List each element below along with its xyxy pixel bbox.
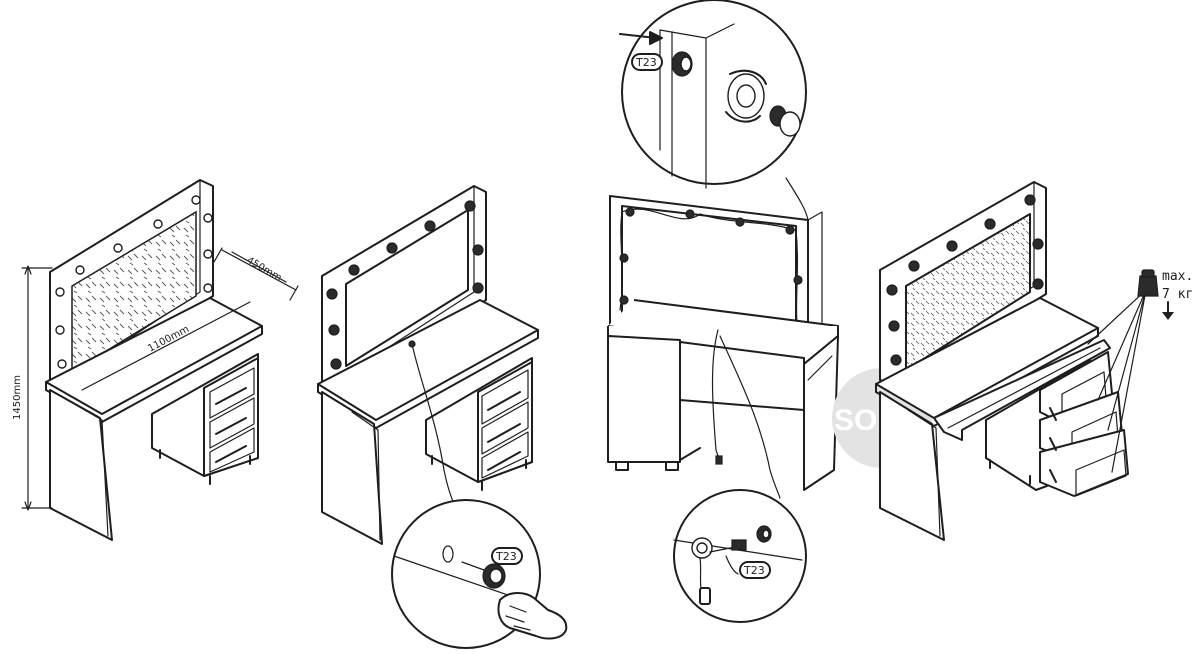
cabinet-back (607, 335, 681, 463)
tag-badge-fig3-top (631, 53, 663, 71)
tag-label-fig2: T23 (495, 550, 517, 563)
figure-dimensions: 1450mm 450mm 1100mm (12, 179, 299, 541)
tag-label-fig3-bottom: T23 (743, 564, 765, 577)
tag-label-fig3-top: T23 (635, 56, 657, 69)
open-drawer-3 (1039, 429, 1129, 497)
figure-wiring-front: T23 (317, 185, 568, 649)
detail-circle-switch (673, 489, 807, 623)
hand-icon (497, 592, 568, 640)
left-panel-2 (321, 391, 383, 545)
rotate-icon (729, 69, 767, 85)
detail-circle-mount (621, 0, 807, 185)
mirror-glass (71, 210, 197, 374)
load-note-line2: 7 кг (1162, 287, 1193, 302)
height-dimension-line (21, 267, 53, 509)
height-label: 1450mm (12, 375, 23, 420)
depth-dimension-line (213, 247, 299, 301)
mirror-bulbs-fig1 (55, 195, 213, 369)
tag-badge-fig2 (491, 547, 523, 565)
mirror-glass-4 (905, 213, 1031, 371)
figure-back-view: T23 (607, 0, 839, 623)
right-leg (803, 335, 839, 491)
power-cable-back (719, 335, 781, 499)
mirror-bulbs-fig2 (326, 200, 484, 370)
width-dimension-line (81, 301, 251, 391)
load-note-line1: max. (1162, 269, 1193, 284)
load-pointer-lines (1087, 289, 1147, 473)
left-panel-4 (879, 391, 945, 541)
open-tray (933, 339, 1111, 441)
power-cable (411, 343, 457, 509)
depth-label: 450mm (245, 255, 284, 284)
figure-drawers-load: max. 7 кг (875, 181, 1193, 541)
mirror-bulbs-fig4 (886, 194, 1044, 366)
weight-icon (1137, 275, 1159, 297)
tag-badge-fig3-bottom (739, 561, 771, 579)
mirror-glass-2 (345, 209, 469, 367)
